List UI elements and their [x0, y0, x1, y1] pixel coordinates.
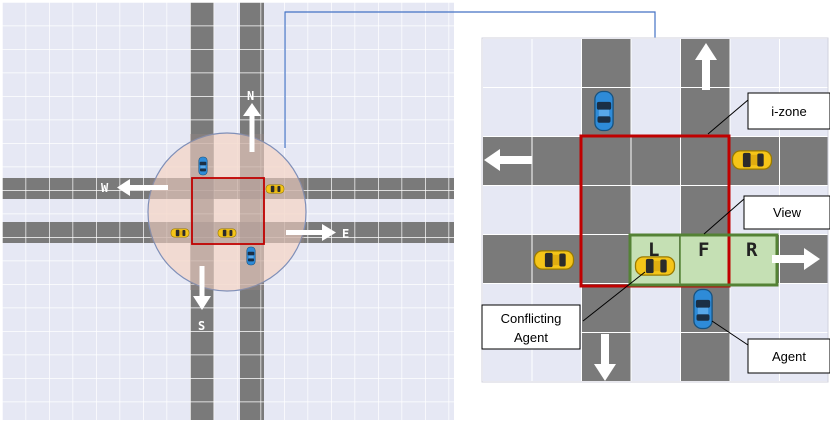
zoom-taxi-west [533, 250, 575, 270]
agent-leader [711, 320, 749, 346]
view-cell-forward [680, 235, 729, 284]
label-east: E [342, 227, 349, 241]
callout-conflicting-line2: Agent [514, 330, 548, 345]
view-leader [703, 198, 745, 235]
callout-izone: i-zone [771, 104, 806, 119]
cell-label-right: R [746, 239, 758, 261]
overview-map: N W E S [2, 2, 454, 420]
label-south: S [198, 319, 205, 333]
zoom-taxi-east [731, 150, 773, 170]
callout-conflicting-box [481, 304, 581, 350]
label-west: W [101, 181, 109, 195]
conflicting-leader [582, 271, 646, 322]
influence-circle [147, 132, 307, 292]
cell-label-forward: F [698, 239, 709, 261]
overview-taxi-west [170, 228, 190, 238]
zoom-arrow-north [695, 43, 717, 90]
callout-agent: Agent [772, 349, 806, 364]
overview-taxi-east [265, 184, 285, 194]
callout-view-box [743, 195, 830, 230]
agent-car [693, 288, 713, 330]
zoom-road-vertical-left [581, 38, 631, 382]
arrow-south [193, 266, 211, 310]
zoom-connector-line [284, 11, 656, 148]
callout-izone-box [747, 92, 830, 130]
callout-view: View [773, 205, 802, 220]
zoom-car-blue-north [594, 90, 614, 132]
arrow-west [117, 179, 168, 196]
overview-car-blue-south [246, 246, 256, 266]
overview-car-blue-north [198, 156, 208, 176]
cell-label-left: L [648, 239, 659, 261]
izone-leader [707, 99, 749, 135]
zoom-view: L F R i-zone [481, 37, 830, 383]
label-north: N [247, 89, 254, 103]
zoom-arrow-east [772, 248, 820, 270]
arrow-north [243, 103, 261, 152]
callout-conflicting-line1: Conflicting [501, 311, 562, 326]
overview-izone [191, 177, 265, 245]
callout-agent-box [747, 338, 830, 374]
zoom-road-horizontal-top [482, 136, 828, 185]
arrow-east [286, 224, 336, 241]
zoom-arrow-west [484, 149, 532, 171]
overview-taxi-center [217, 228, 237, 238]
view-cell-right [729, 235, 778, 284]
zoom-arrow-south [594, 334, 616, 381]
conflicting-agent-taxi [634, 256, 676, 276]
